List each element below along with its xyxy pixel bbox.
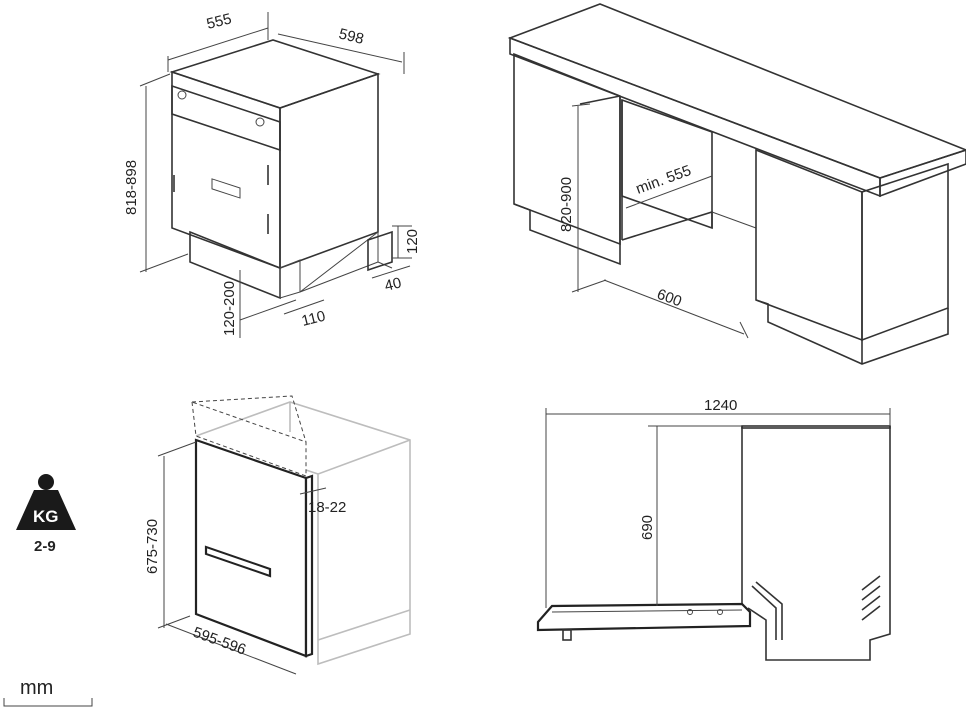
weight-badge: KG 2-9 [16, 474, 76, 555]
niche-dimension-lines [571, 103, 749, 339]
panel-niche-dimensions: 820-900 min. 555 600 [507, 3, 966, 365]
dimension-lines [139, 12, 412, 338]
dim-kick-depth: 40 [383, 274, 403, 295]
dim-niche-height: 820-900 [558, 177, 575, 232]
dim-plinth-recess: 110 [300, 308, 327, 330]
ghost-appliance [195, 401, 411, 666]
panel-door-dimensions: 675-730 595-596 18-22 [144, 395, 411, 675]
units-label: mm [20, 677, 53, 699]
dim-niche-depth: min. 555 [634, 162, 694, 198]
dim-niche-width: 600 [655, 286, 684, 311]
kitchen-worktop [507, 3, 966, 198]
niche [579, 95, 757, 241]
units-indicator: mm [3, 677, 93, 707]
decor-door [194, 438, 314, 658]
dim-kick-height: 120 [404, 229, 421, 254]
door-top-outline [191, 395, 307, 477]
dim-door-height: 675-730 [144, 519, 161, 574]
left-cabinet [513, 52, 621, 266]
dim-width-top: 598 [337, 25, 365, 48]
door-dimension-lines [157, 441, 327, 675]
open-dimension-lines [545, 408, 891, 608]
weight-range: 2-9 [34, 538, 56, 555]
weight-icon-label: KG [33, 507, 59, 526]
dim-plinth-height: 120-200 [221, 281, 238, 336]
dishwasher-body [169, 39, 393, 300]
dim-open-door-height: 690 [639, 515, 656, 540]
dim-depth-top: 555 [205, 10, 233, 33]
panel-door-open-dimensions: 1240 690 [536, 397, 891, 661]
right-cabinet [755, 148, 949, 365]
kettlebell-weight-icon [16, 474, 76, 530]
dim-height: 818-898 [123, 160, 140, 215]
dim-open-length: 1240 [704, 397, 737, 414]
panel-appliance-dimensions: 555 598 818-898 120-200 110 120 40 [123, 10, 421, 338]
dim-door-thickness: 18-22 [308, 499, 346, 516]
side-view-appliance [536, 425, 891, 661]
